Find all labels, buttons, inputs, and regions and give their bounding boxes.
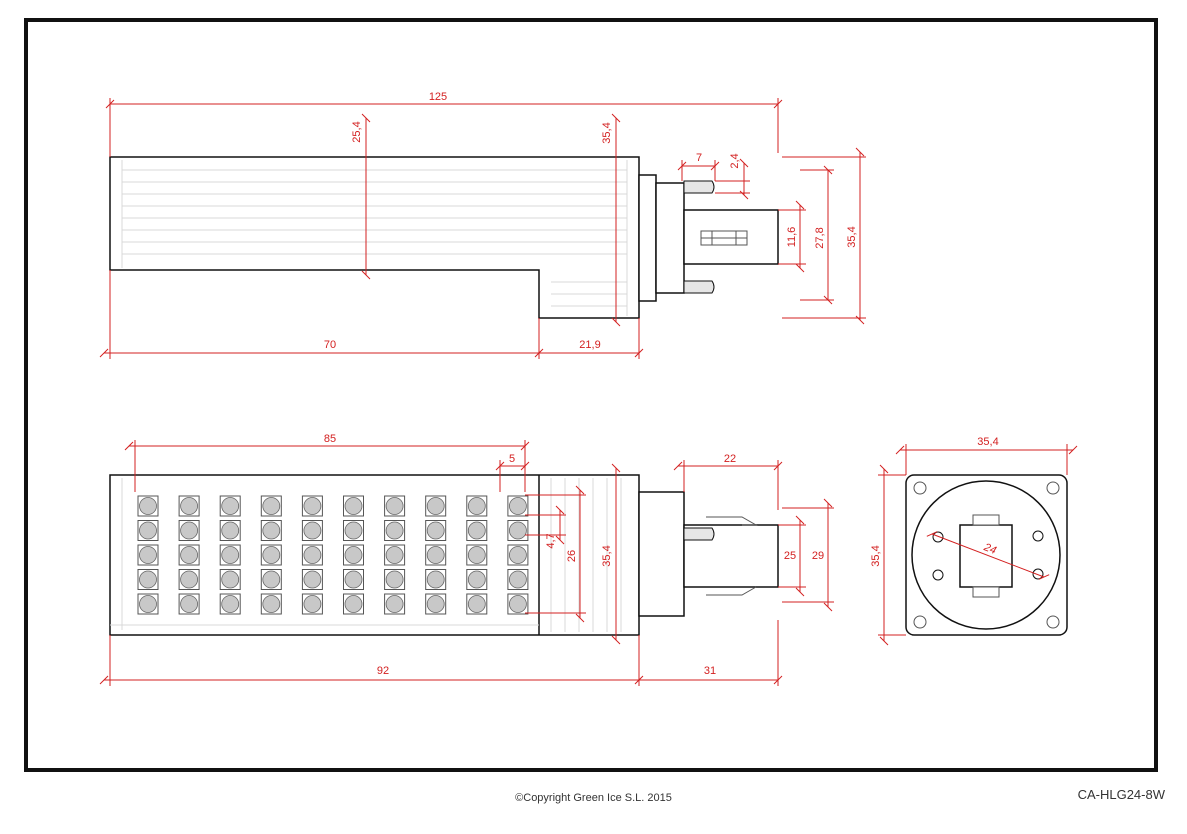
dim-pin-span: 27,8 [814,227,826,248]
led [426,595,445,613]
end-center-square [959,524,1013,588]
copyright-notice: ©Copyright Green Ice S.L. 2015 [515,792,672,804]
side-cap [638,174,657,302]
side-pin-upper [683,180,715,194]
dim-led-length: 85 [324,433,336,445]
led [139,546,157,564]
front-cap [638,491,685,617]
led [262,595,281,613]
led [344,595,363,613]
dim-cap-length: 31 [704,665,716,677]
side-pin-lower [683,280,715,294]
dim-front-length: 92 [377,665,389,677]
led [221,570,240,589]
led [509,546,527,564]
dim-base-outer: 29 [812,550,824,562]
led [180,546,199,564]
end-corner-screws [913,481,1060,629]
led [262,546,281,564]
led [426,521,445,540]
led [303,521,322,540]
front-pin-upper [683,527,715,541]
dim-head-height: 35,4 [601,122,613,143]
front-view [109,474,779,636]
dim-pin-spacing: 7 [696,152,702,164]
led [139,595,157,613]
dim-base-width: 11,6 [786,227,798,248]
led [180,521,199,540]
led [385,570,404,589]
led [139,497,157,515]
led [385,546,404,564]
led [344,546,363,564]
dim-base-height: 35,4 [846,226,858,247]
dim-base-length: 22 [724,453,736,465]
dim-body-height: 25,4 [351,121,363,142]
led [180,570,199,589]
dim-hole-spacing: 24 [981,541,998,557]
led [426,497,445,515]
dim-led-pitch: 5 [509,453,515,465]
led [509,497,527,515]
led [221,521,240,540]
led [303,595,322,613]
led-grid [137,495,529,615]
dim-body-length: 70 [324,339,336,351]
product-code: CA-HLG24-8W [1077,787,1165,802]
led [467,497,486,515]
led [344,497,363,515]
dim-base-inner: 25 [784,550,796,562]
dim-total-length: 125 [429,91,447,103]
dim-head-length: 21,9 [579,339,600,351]
led [180,497,199,515]
dim-end-width: 35,4 [977,436,998,448]
led [467,595,486,613]
led [426,546,445,564]
led [467,546,486,564]
led [303,546,322,564]
led [467,521,486,540]
dim-pin-diameter: 2,4 [729,153,741,168]
led [303,497,322,515]
led [221,595,240,613]
led [221,497,240,515]
led [262,497,281,515]
side-view [109,156,779,319]
led [385,497,404,515]
led [509,570,527,589]
led [426,570,445,589]
side-body-fins [121,160,628,316]
led [385,521,404,540]
dim-front-height: 35,4 [601,545,613,566]
led [139,521,157,540]
led [509,521,527,540]
dim-led-height: 26 [566,550,578,562]
led [262,570,281,589]
led [180,595,199,613]
led [262,521,281,540]
side-cap-neck [655,182,685,294]
led [467,570,486,589]
led [344,570,363,589]
led [385,595,404,613]
led [139,570,157,589]
led [509,595,527,613]
dim-end-height: 35,4 [870,545,882,566]
drawing-frame [24,18,1158,772]
front-base-hex [706,516,758,596]
dim-led-spacing: 4,7 [545,533,557,548]
led [303,570,322,589]
led [344,521,363,540]
led [221,546,240,564]
